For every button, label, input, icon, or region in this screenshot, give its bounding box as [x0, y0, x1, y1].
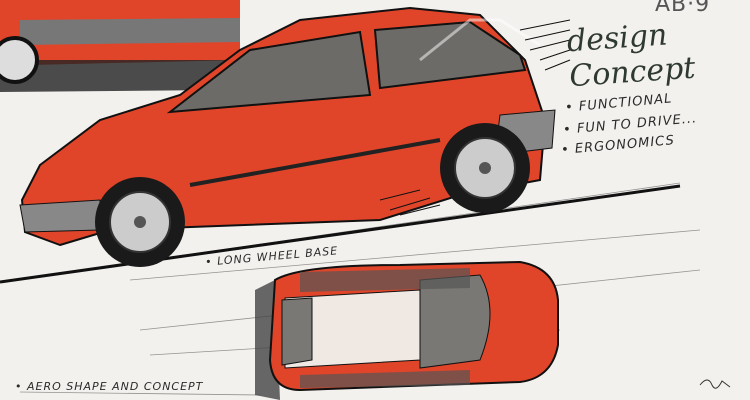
design-concept-heading: design Concept: [565, 17, 697, 95]
top-note-text: AERO SHAPE AND CONCEPT: [27, 380, 204, 393]
signature-mark: [699, 379, 731, 389]
side-view-car: [19, 6, 556, 267]
front-wheel: [95, 177, 185, 267]
shadow-hatching: [379, 19, 571, 216]
partial-car-top-left: [0, 0, 240, 92]
top-note: • AERO SHAPE AND CONCEPT: [15, 380, 204, 393]
top-view-car: [255, 260, 559, 400]
rear-wheel: [440, 123, 530, 213]
ground-line: [0, 184, 681, 284]
model-label: AB·9: [655, 0, 711, 17]
